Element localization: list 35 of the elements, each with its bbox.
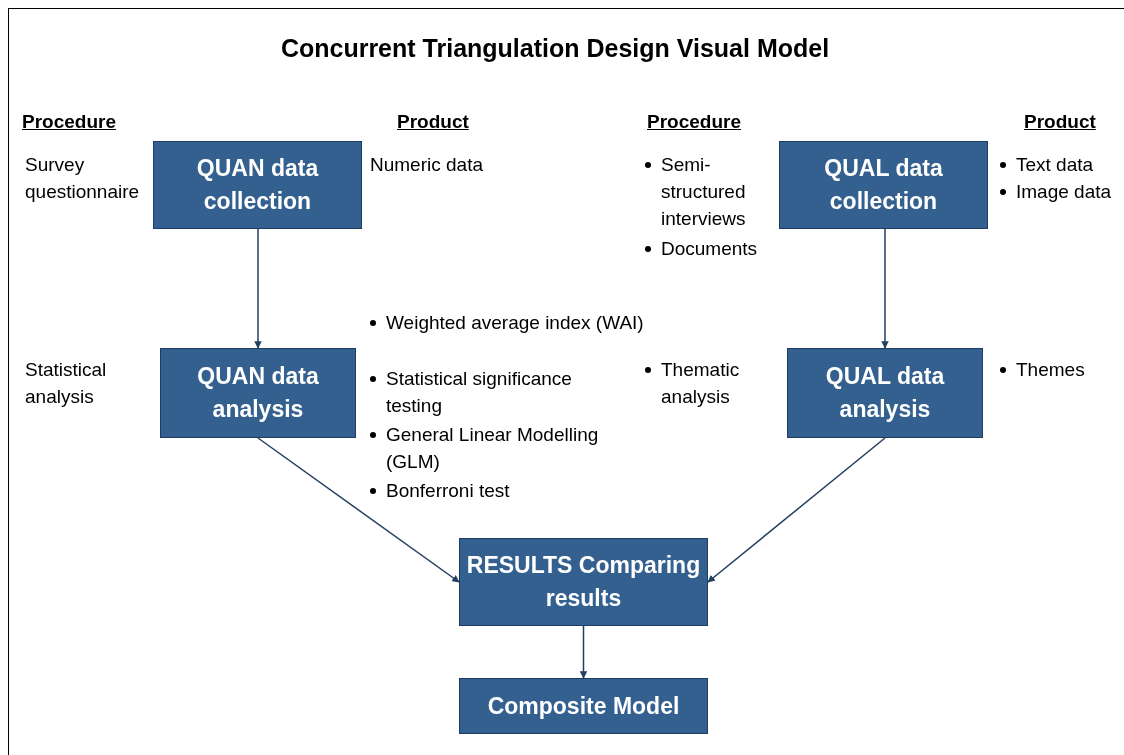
process-box <box>459 538 708 626</box>
process-box <box>787 348 983 438</box>
bullet-item: General Linear Modelling (GLM) <box>367 421 646 475</box>
bullet-item: Documents <box>642 235 758 262</box>
box-label: QUAL data analysis <box>824 362 946 424</box>
bullet-item: Thematic analysis <box>642 356 781 410</box>
bullet-item: Text data <box>997 151 1094 178</box>
box-label: RESULTS Comparing results <box>466 551 701 613</box>
box-label: QUAN data collection <box>195 154 320 216</box>
arrow <box>254 228 262 349</box>
side-note: Numeric data <box>370 153 483 177</box>
process-box <box>779 141 988 229</box>
side-note: Statistical analysis <box>25 358 108 409</box>
column-heading: Product <box>1024 110 1096 134</box>
arrow <box>881 228 889 349</box>
box-label: QUAN data analysis <box>196 362 320 424</box>
box-label: QUAL data collection <box>823 154 944 216</box>
process-box <box>153 141 362 229</box>
process-box <box>160 348 356 438</box>
side-note: Survey questionnaire <box>25 153 141 204</box>
arrow <box>579 625 588 679</box>
bullet-item: Semi-structured interviews <box>642 151 781 232</box>
bullet-item: Themes <box>997 356 1085 383</box>
process-box <box>459 678 708 734</box>
bullet-item: Statistical significance testing <box>367 365 626 419</box>
column-heading: Procedure <box>647 110 741 134</box>
bullet-item: Weighted average index (WAI) <box>367 309 646 336</box>
column-heading: Procedure <box>22 110 116 134</box>
bullet-item: Image data <box>997 178 1112 205</box>
arrow <box>257 437 460 583</box>
arrow <box>707 437 886 583</box>
box-label: Composite Model <box>487 691 680 721</box>
column-heading: Product <box>397 110 469 134</box>
diagram-title: Concurrent Triangulation Design Visual Model <box>279 34 831 63</box>
bullet-item: Bonferroni test <box>367 477 510 504</box>
